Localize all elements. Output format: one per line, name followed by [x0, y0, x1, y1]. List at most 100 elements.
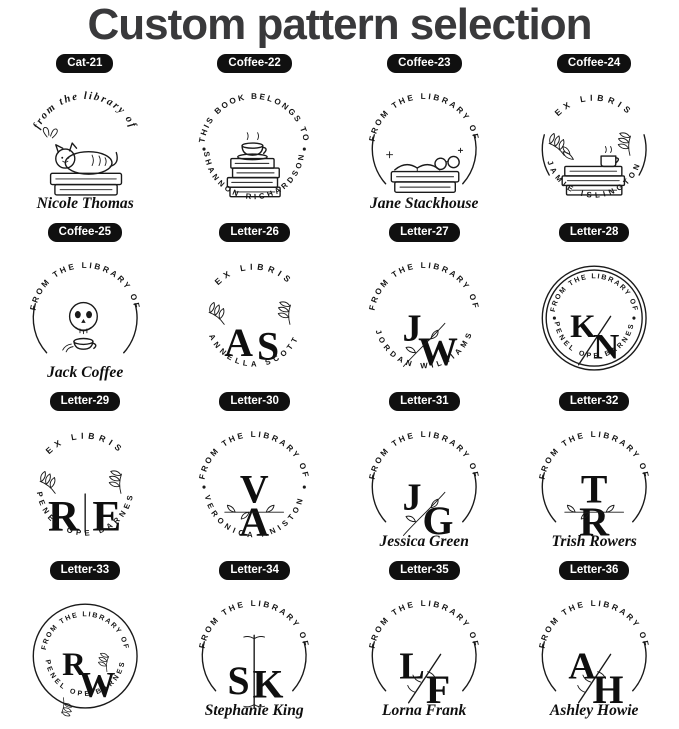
- pattern-id-badge: Letter-26: [219, 223, 290, 242]
- butterfly-icon: [42, 126, 58, 138]
- floral-sprig-icon: [108, 469, 122, 494]
- monogram-slash: [577, 315, 612, 366]
- pattern-id-badge: Letter-35: [389, 561, 460, 580]
- monogram-slash: [577, 653, 612, 704]
- svg-text:FROM THE LIBRARY OF: FROM THE LIBRARY OF: [368, 598, 481, 648]
- floral-sprig-icon: [548, 132, 565, 156]
- monogram-letter: A: [225, 321, 254, 365]
- svg-text:JAMIE ISLINGTON: JAMIE ISLINGTON: [545, 159, 643, 199]
- pattern-id-badge: Letter-27: [389, 223, 460, 242]
- stamp-side-arc: [462, 640, 477, 692]
- stamp-top-text: EX LIBRIS: [553, 92, 632, 117]
- monogram-letter: R: [579, 498, 610, 544]
- floral-sprig-icon: [39, 470, 56, 494]
- stamp-side-arc: [122, 302, 138, 354]
- stamp-top-text: FROM THE LIBRARY OF: [368, 598, 479, 648]
- stamp-side-arc: [371, 640, 387, 692]
- svg-text:FROM THE LIBRARY OF: FROM THE LIBRARY OF: [368, 91, 481, 141]
- teacup-on-books-illustration: [227, 131, 282, 197]
- svg-text:FROM THE LIBRARY OF: FROM THE LIBRARY OF: [368, 260, 481, 310]
- monogram-slash: [408, 653, 442, 704]
- monogram-letter: G: [423, 498, 454, 542]
- monogram-letter: E: [92, 492, 121, 540]
- dot-separator: [632, 316, 636, 320]
- floral-sprig-icon: [60, 696, 73, 716]
- skeleton-coffee-illustration: [61, 301, 98, 352]
- dot-separator: [303, 485, 307, 489]
- pattern-id-badge: Cat-21: [56, 54, 114, 73]
- stamp-owner-name: Jessica Green: [379, 532, 469, 549]
- stamp-side-arc: [462, 133, 477, 185]
- stamp-inner-ring: [545, 268, 643, 367]
- stamp-top-text: EX LIBRIS: [213, 261, 292, 286]
- stamp-owner-name: Jane Stackhouse: [369, 194, 479, 211]
- svg-text:FROM THE LIBRARY OF: FROM THE LIBRARY OF: [549, 272, 640, 312]
- monogram-letter: W: [79, 664, 115, 704]
- monogram-letter: A: [568, 645, 596, 687]
- monogram-letter: F: [426, 667, 450, 711]
- pattern-id-badge: Letter-32: [558, 392, 630, 411]
- stamp-top-text: FROM THE LIBRARY OF: [368, 260, 479, 310]
- stamp-top-text: FROM THE LIBRARY OF: [28, 260, 139, 310]
- svg-text:EX LIBRIS: EX LIBRIS: [43, 430, 126, 455]
- pattern-card-coffee-24[interactable]: Coffee-24 EX LIBRIS JAMIE ISLINGTON: [509, 51, 679, 220]
- stamp-side-arc: [32, 302, 48, 354]
- stamp-top-text: EX LIBRIS: [43, 430, 122, 455]
- monogram-letter: S: [257, 324, 279, 368]
- stamp-side-arc: [292, 640, 308, 692]
- monogram-letter: K: [570, 309, 596, 345]
- pattern-id-badge: Coffee-23: [387, 54, 462, 73]
- floral-sprig-icon: [617, 131, 631, 156]
- pattern-id-badge: Letter-33: [49, 561, 121, 580]
- dot-separator: [202, 485, 207, 489]
- svg-text:THIS BOOK BELONGS TO: THIS BOOK BELONGS TO: [198, 91, 312, 143]
- pattern-id-badge: Letter-30: [219, 392, 290, 411]
- monogram-letter: K: [253, 662, 284, 706]
- stamp-side-arc: [638, 133, 647, 176]
- svg-text:FROM THE LIBRARY OF: FROM THE LIBRARY OF: [368, 429, 481, 479]
- pattern-id-badge: Coffee-24: [556, 54, 632, 73]
- monogram-letter: S: [228, 659, 250, 703]
- pattern-id-badge: Coffee-22: [217, 54, 292, 73]
- svg-text:from the library of: from the library of: [31, 89, 140, 130]
- svg-text:FROM THE LIBRARY OF: FROM THE LIBRARY OF: [40, 610, 131, 650]
- floral-sprig-icon: [209, 301, 226, 325]
- stamp-preview: FROM THE LIBRARY OF Jack Coffee: [28, 260, 139, 380]
- stamp-owner-name: Jack Coffee: [46, 363, 123, 380]
- svg-text:EX LIBRIS: EX LIBRIS: [553, 92, 636, 117]
- stamp-side-arc: [541, 133, 550, 176]
- stamp-owner-name: Trish Rowers: [551, 532, 636, 549]
- svg-text:EX LIBRIS: EX LIBRIS: [213, 261, 296, 286]
- stamp-side-arc: [541, 471, 557, 523]
- floral-sprig-icon: [278, 300, 292, 325]
- monogram-letter: T: [581, 467, 608, 511]
- monogram-letter: A: [240, 498, 270, 544]
- vine-decoration: [403, 322, 446, 367]
- pattern-id-badge: Letter-34: [219, 561, 290, 580]
- dot-separator: [202, 147, 207, 151]
